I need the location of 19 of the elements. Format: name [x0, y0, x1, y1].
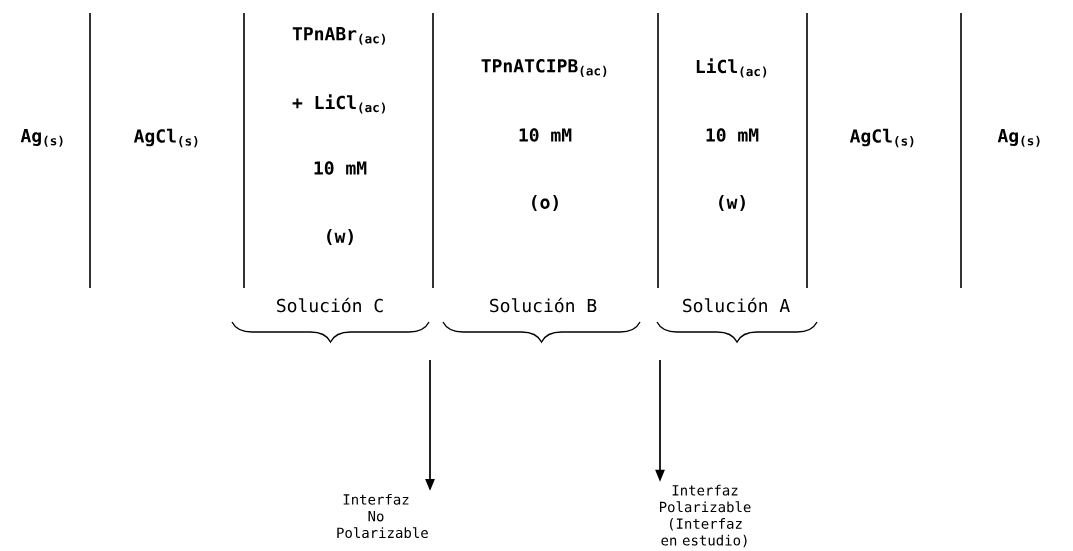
cell-component-label: (o): [532, 195, 558, 212]
cell-component-label: TPnABr$_{(ac)}$: [292, 27, 385, 45]
cell-component-label: 10 mM: [706, 128, 759, 142]
cell-component-label: 10 mM: [314, 161, 367, 175]
interface-label: Interfaz No Polarizable: [337, 493, 428, 539]
cell-component-label: (w): [327, 229, 353, 246]
cell-component-label: LiCl$_{(ac)}$: [696, 58, 767, 78]
cell-component-label: Ag$_{(s)}$: [997, 129, 1040, 147]
cell-component-label: + LiCl$_{(ac)}$: [292, 94, 385, 114]
interface-label: Interfaz Polarizable (Interfaz en estudio): [660, 484, 751, 548]
cell-component-label: (w): [719, 195, 745, 212]
solution-label: Solución B: [490, 297, 597, 313]
cell-component-label: TPnATCIPB$_{(ac)}$: [481, 59, 607, 77]
cell-component-label: 10 mM: [519, 128, 572, 142]
solution-label: Solución A: [683, 297, 790, 313]
cell-component-label: Ag$_{(s)}$: [20, 129, 63, 147]
cell-component-label: AgCl$_{(s)}$: [133, 128, 198, 148]
cell-component-label: AgCl$_{(s)}$: [849, 128, 914, 148]
solution-label: Solución C: [277, 297, 383, 313]
